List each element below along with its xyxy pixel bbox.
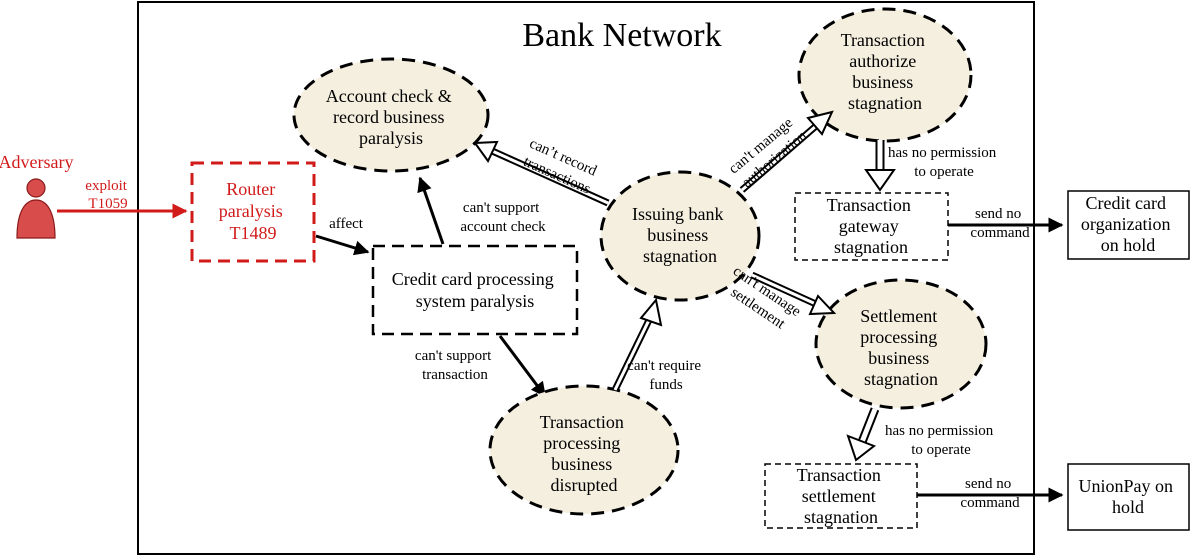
edge-affect — [315, 234, 370, 256]
diagram-title: Bank Network — [522, 17, 721, 54]
credit-card-system-label: Credit card processing system paralysis — [392, 269, 558, 311]
edge-label-exploit: exploit T1059 — [85, 178, 130, 212]
node-transaction-gateway — [794, 192, 949, 261]
settlement-processing-label: Settlement processing business stagnatio… — [860, 306, 941, 389]
edge-label-cant-manage-settlement: can't manage settlement — [719, 263, 806, 338]
account-check-label: Account check & record business paralysi… — [326, 86, 456, 148]
edge-label-cant-support-account-check: can't support account check — [460, 200, 546, 235]
edge-cant-record-transactions — [473, 140, 610, 207]
edge-label-cant-manage-authorization: can't manage authorization — [726, 113, 811, 192]
edge-label-affect: affect — [329, 216, 364, 232]
transaction-processing-label: Transaction processing business disrupte… — [540, 412, 629, 495]
edge-label-no-permission-1: has no permission to operate — [888, 145, 1000, 180]
edge-cant-support-account-check — [417, 176, 445, 245]
router-label: Router paralysis T1489 — [219, 179, 287, 243]
transaction-gateway-label: Transaction gateway stagnation — [827, 195, 916, 257]
issuing-bank-label: Issuing bank business stagnation — [632, 204, 728, 266]
edge-cant-support-transaction — [498, 335, 547, 398]
transaction-settlement-label: Transaction settlement stagnation — [797, 465, 886, 527]
node-transaction-authorize — [797, 7, 973, 143]
unionpay-label: UnionPay on hold — [1079, 476, 1178, 517]
adversary-icon — [16, 178, 56, 239]
edge-no-permission-settlement — [846, 407, 880, 462]
node-transaction-settlement — [764, 463, 918, 529]
node-account-check — [292, 57, 490, 173]
edge-label-send-no-command-1: send no command — [970, 206, 1030, 241]
transaction-authorize-label: Transaction authorize business stagnatio… — [841, 30, 930, 113]
credit-card-org-label: Credit card organization on hold — [1081, 193, 1175, 255]
node-router-paralysis — [190, 161, 316, 263]
edge-label-send-no-command-2: send no command — [960, 476, 1020, 511]
edge-cant-manage-authorization — [739, 110, 834, 193]
node-transaction-processing — [488, 384, 680, 516]
node-unionpay — [1067, 463, 1190, 531]
edge-cant-require-funds — [611, 297, 663, 392]
edge-label-no-permission-2: has no permission to operate — [885, 423, 997, 458]
bank-network-boundary — [137, 1, 1035, 555]
edge-cant-manage-settlement — [750, 271, 837, 316]
node-credit-card-system — [371, 244, 579, 336]
node-issuing-bank — [599, 170, 761, 302]
edge-label-cant-support-transaction: can't support transaction — [415, 348, 495, 383]
edge-label-cant-record-transactions: can’t record transactions — [519, 136, 602, 199]
edge-label-cant-require-funds: can't require funds — [627, 358, 705, 393]
edge-no-permission-gateway — [864, 140, 896, 192]
node-credit-card-org — [1067, 190, 1190, 260]
node-settlement-processing — [814, 278, 988, 410]
adversary-label: Adversary — [0, 152, 73, 172]
